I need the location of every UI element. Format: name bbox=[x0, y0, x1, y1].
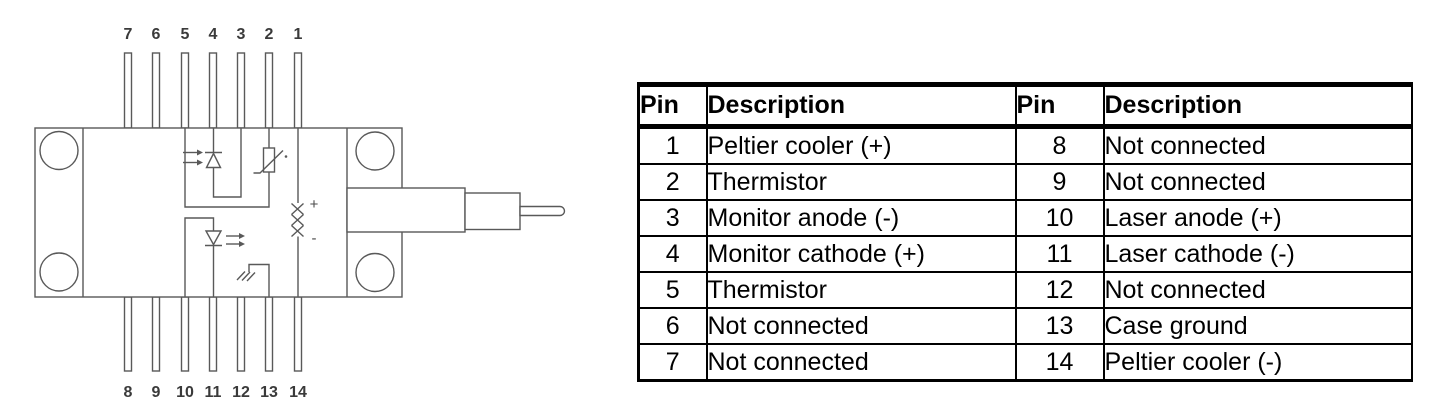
pin-number-cell: 8 bbox=[1014, 125, 1105, 164]
mounting-hole bbox=[39, 130, 79, 171]
pin-number-cell: 11 bbox=[1014, 235, 1105, 272]
pin-header: Pin bbox=[637, 84, 708, 129]
pin-description-cell: Not connected bbox=[705, 343, 1017, 381]
description-header: Description bbox=[705, 84, 1017, 129]
laser-package-diagram: 7 6 5 4 3 2 1 8 9 10 11 12 13 14 bbox=[34, 26, 566, 401]
pin-3 bbox=[236, 52, 246, 129]
table-row: 6 Not connected 13 Case ground bbox=[637, 307, 1413, 344]
laser-diode bbox=[184, 217, 245, 297]
pin-description-cell: Thermistor bbox=[705, 271, 1017, 308]
pin-description-cell: Monitor cathode (+) bbox=[705, 235, 1017, 272]
fiber-pigtail bbox=[346, 187, 566, 233]
pin-9 bbox=[151, 296, 161, 372]
pin-label: 4 bbox=[209, 26, 218, 43]
pin-description-cell: Laser cathode (-) bbox=[1102, 235, 1413, 272]
pin-10 bbox=[180, 296, 190, 372]
pin-number-cell: 12 bbox=[1014, 271, 1105, 308]
pin-number-cell: 4 bbox=[637, 235, 708, 272]
tec-minus-label: - bbox=[312, 230, 317, 247]
light-in-arrows-icon bbox=[183, 149, 203, 166]
table-header-row: Pin Description Pin Description bbox=[637, 84, 1413, 129]
pin-description-cell: Peltier cooler (+) bbox=[705, 125, 1017, 164]
pin-label: 9 bbox=[152, 384, 161, 401]
pin-label: 3 bbox=[237, 26, 246, 43]
pin-number-cell: 14 bbox=[1014, 343, 1105, 381]
monitor-photodiode bbox=[183, 128, 242, 198]
pin-label: 12 bbox=[232, 384, 250, 401]
pin-number-cell: 13 bbox=[1014, 307, 1105, 344]
tec-element: + - bbox=[291, 128, 319, 297]
case-ground bbox=[236, 263, 270, 297]
pin-header: Pin bbox=[1014, 84, 1105, 129]
pin-description-cell: Not connected bbox=[1102, 163, 1413, 200]
table-row: 1 Peltier cooler (+) 8 Not connected bbox=[637, 125, 1413, 164]
pin-5 bbox=[180, 52, 190, 129]
pin-6 bbox=[151, 52, 161, 129]
table-row: 5 Thermistor 12 Not connected bbox=[637, 271, 1413, 308]
pin-description-cell: Monitor anode (-) bbox=[705, 199, 1017, 236]
pin-description-cell: Thermistor bbox=[705, 163, 1017, 200]
pin-label: 5 bbox=[181, 26, 190, 43]
pin-label: 6 bbox=[152, 26, 161, 43]
top-pin-labels: 7 6 5 4 3 2 1 bbox=[124, 26, 303, 43]
pin-label: 14 bbox=[289, 384, 307, 401]
pin-number-cell: 5 bbox=[637, 271, 708, 308]
pin-label: 1 bbox=[294, 26, 303, 43]
table-row: 7 Not connected 14 Peltier cooler (-) bbox=[637, 343, 1413, 381]
pin-label: 13 bbox=[260, 384, 278, 401]
pin-description-table: Pin Description Pin Description 1 Peltie… bbox=[637, 82, 1413, 382]
mounting-hole bbox=[355, 252, 395, 293]
pin-number-cell: 2 bbox=[637, 163, 708, 200]
pin-number-cell: 9 bbox=[1014, 163, 1105, 200]
pin-number-cell: 7 bbox=[637, 343, 708, 381]
pin-description-cell: Not connected bbox=[1102, 271, 1413, 308]
pin-1 bbox=[293, 52, 303, 129]
mounting-hole bbox=[355, 131, 395, 171]
bottom-pins bbox=[123, 296, 303, 372]
pin-13 bbox=[264, 296, 274, 372]
pin-label: 8 bbox=[124, 384, 133, 401]
pin-number-cell: 3 bbox=[637, 199, 708, 236]
pin-7 bbox=[123, 52, 133, 129]
pin-2 bbox=[264, 52, 274, 129]
pin-description-cell: Laser anode (+) bbox=[1102, 199, 1413, 236]
pin-number-cell: 1 bbox=[637, 125, 708, 164]
pin-number-cell: 6 bbox=[637, 307, 708, 344]
pin-description-cell: Case ground bbox=[1102, 307, 1413, 344]
fiber-ferrule bbox=[519, 205, 566, 217]
tec-plus-label: + bbox=[310, 196, 319, 213]
table-row: 3 Monitor anode (-) 10 Laser anode (+) bbox=[637, 199, 1413, 236]
pin-12 bbox=[236, 296, 246, 372]
pin-14 bbox=[293, 296, 303, 372]
tec-coil-icon bbox=[291, 202, 304, 238]
pin-description-cell: Not connected bbox=[705, 307, 1017, 344]
pin-label: 2 bbox=[265, 26, 274, 43]
package-body bbox=[34, 127, 403, 298]
pin-4 bbox=[208, 52, 218, 129]
table-row: 2 Thermistor 9 Not connected bbox=[637, 163, 1413, 200]
ground-icon bbox=[236, 271, 256, 282]
pin-11 bbox=[208, 296, 218, 372]
top-pins bbox=[123, 52, 303, 129]
pin-label: 11 bbox=[205, 384, 222, 401]
bottom-pin-labels: 8 9 10 11 12 13 14 bbox=[124, 384, 307, 401]
pin-number-cell: 10 bbox=[1014, 199, 1105, 236]
light-out-arrows-icon bbox=[226, 233, 245, 247]
pin-description-cell: Not connected bbox=[1102, 125, 1413, 164]
pin-8 bbox=[123, 296, 133, 372]
description-header: Description bbox=[1102, 84, 1413, 129]
pin-label: 10 bbox=[176, 384, 194, 401]
table-row: 4 Monitor cathode (+) 11 Laser cathode (… bbox=[637, 235, 1413, 272]
pin-description-cell: Peltier cooler (-) bbox=[1102, 343, 1413, 381]
mounting-hole bbox=[39, 252, 79, 292]
thermistor bbox=[184, 128, 288, 208]
pin-label: 7 bbox=[124, 26, 133, 43]
